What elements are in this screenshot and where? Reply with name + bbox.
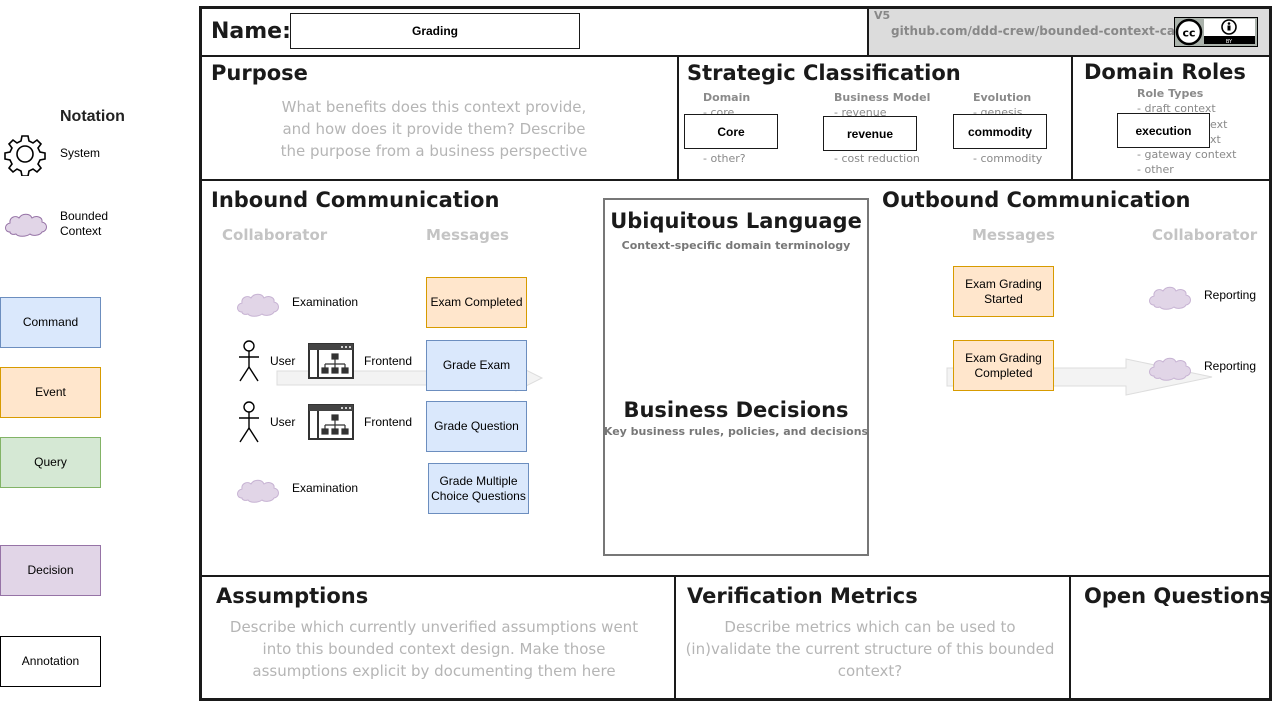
frontend-system-icon (308, 404, 354, 440)
inbound-collaborator: Examination (292, 295, 359, 309)
inbound-actor: User (270, 415, 296, 429)
cloud-icon (1149, 357, 1191, 381)
name-field[interactable]: Grading (290, 13, 580, 49)
notation-decision: Decision (0, 545, 101, 596)
inbound-system: Frontend (364, 354, 413, 368)
user-actor-icon (239, 340, 259, 382)
domain-label: Domain (703, 91, 751, 104)
inbound-system: Frontend (364, 415, 413, 429)
inbound-message-command[interactable]: Grade Exam (426, 340, 527, 391)
outbound-message-event[interactable]: Exam Grading Started (953, 266, 1054, 317)
svg-text:cc: cc (1182, 27, 1195, 40)
inbound-title: Inbound Communication (211, 188, 500, 212)
role-type-item: - other (1137, 163, 1174, 176)
inbound-message-event[interactable]: Exam Completed (426, 277, 527, 328)
outbound-message-event[interactable]: Exam Grading Completed (953, 340, 1054, 391)
domain-roles-title: Domain Roles (1084, 60, 1246, 84)
domain-value[interactable]: Core (684, 114, 778, 149)
cloud-icon (5, 213, 47, 237)
domain-role-value[interactable]: execution (1117, 113, 1210, 148)
business-model-option: - cost reduction (834, 152, 920, 165)
role-type-item: ext (1210, 118, 1228, 131)
outbound-title: Outbound Communication (882, 188, 1191, 212)
user-actor-icon (239, 401, 259, 443)
ubiquitous-language-title: Ubiquitous Language (610, 209, 862, 233)
verification-metrics-hint: Describe metrics which can be used to (i… (685, 618, 1055, 680)
notation-annotation: Annotation (0, 636, 101, 687)
ubiquitous-language-subtitle: Context-specific domain terminology (621, 239, 851, 252)
divider (1071, 56, 1073, 180)
cc-by-badge-icon: cc BY (1174, 17, 1258, 47)
canvas-link[interactable]: github.com/ddd-crew/bounded-context-canv… (891, 24, 1207, 38)
outbound-collaborator-header: Collaborator (1152, 226, 1258, 244)
notation-command: Command (0, 297, 101, 348)
divider (199, 179, 1272, 181)
business-decisions-title: Business Decisions (623, 398, 849, 422)
assumptions-title: Assumptions (216, 584, 369, 608)
verification-metrics-title: Verification Metrics (687, 584, 918, 608)
notation-event: Event (0, 367, 101, 418)
ubiquitous-language-panel (603, 198, 869, 556)
notation-bounded-context-label: Bounded Context (60, 209, 109, 238)
purpose-hint: What benefits does this context provide,… (280, 98, 588, 160)
gear-icon (4, 135, 46, 176)
business-model-label: Business Model (834, 91, 931, 104)
inbound-actor: User (270, 354, 296, 368)
notation-title: Notation (60, 108, 125, 125)
domain-option: - other? (703, 152, 746, 165)
evolution-value[interactable]: commodity (953, 114, 1047, 149)
evolution-label: Evolution (973, 91, 1032, 104)
svg-text:BY: BY (1226, 39, 1233, 45)
evolution-option: - commodity (973, 152, 1043, 165)
divider (674, 576, 676, 700)
assumptions-hint: Describe which currently unverified assu… (229, 618, 639, 680)
version-label: V5 (874, 9, 891, 22)
outbound-collaborator: Reporting (1204, 288, 1257, 302)
role-type-item: - draft context (1137, 102, 1216, 115)
divider (867, 6, 869, 56)
business-model-value[interactable]: revenue (823, 116, 917, 151)
role-types-label: Role Types (1137, 87, 1204, 100)
name-label: Name: (211, 19, 291, 44)
inbound-collaborator: Examination (292, 481, 359, 495)
divider (1069, 576, 1071, 700)
role-type-item: xt (1210, 133, 1221, 146)
divider (677, 56, 679, 180)
cloud-icon (237, 293, 279, 317)
bounded-context-canvas (199, 6, 1272, 701)
divider (199, 575, 1272, 577)
outbound-collaborator: Reporting (1204, 359, 1257, 373)
business-model-option: - revenue (834, 106, 887, 119)
cloud-icon (1149, 286, 1191, 310)
inbound-collaborator-header: Collaborator (222, 226, 328, 244)
business-decisions-subtitle: Key business rules, policies, and decisi… (603, 425, 869, 438)
cloud-icon (237, 479, 279, 503)
inbound-message-command[interactable]: Grade Multiple Choice Questions (428, 463, 529, 514)
frontend-system-icon (308, 343, 354, 379)
notation-query: Query (0, 437, 101, 488)
purpose-title: Purpose (211, 61, 308, 85)
divider (199, 55, 1272, 57)
inbound-message-command[interactable]: Grade Question (426, 401, 527, 452)
strategic-classification-title: Strategic Classification (687, 61, 961, 85)
notation-system-label: System (60, 146, 101, 160)
inbound-messages-header: Messages (426, 226, 509, 244)
outbound-messages-header: Messages (972, 226, 1055, 244)
role-type-item: - gateway context (1137, 148, 1237, 161)
open-questions-title: Open Questions (1084, 584, 1273, 608)
